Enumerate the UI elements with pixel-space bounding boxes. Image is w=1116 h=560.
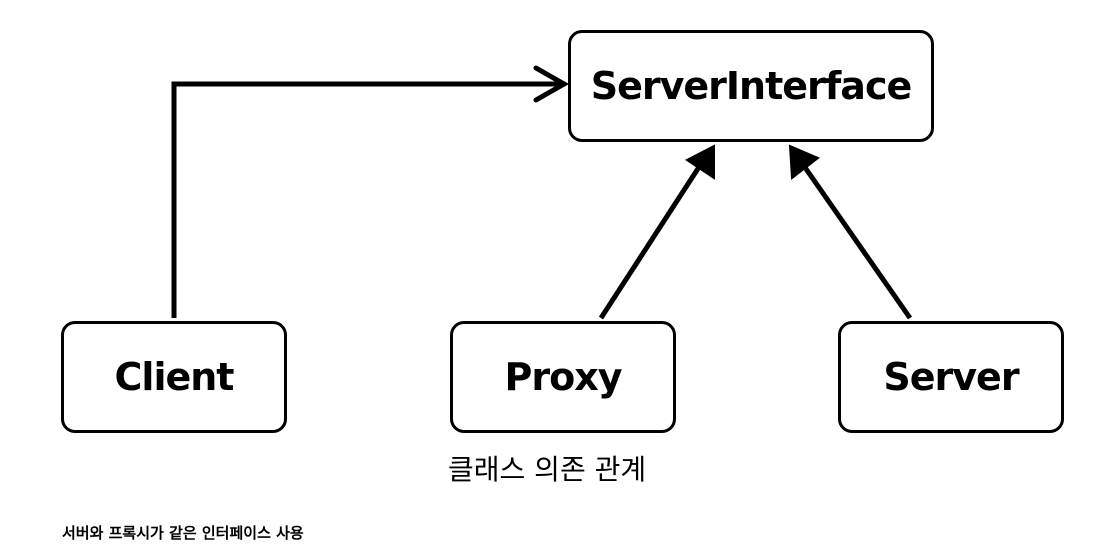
client-label: Client [114,355,235,399]
client-node: Client [61,321,287,433]
server-interface-label: ServerInterface [590,64,913,108]
figure-caption: 서버와 프록시가 같은 인터페이스 사용 [62,524,304,542]
proxy-label: Proxy [504,355,623,399]
server-label: Server [883,355,1019,399]
edge-proxy-to-interface [598,144,715,320]
diagram-subtitle: 클래스 의존 관계 [448,453,647,486]
edge-client-to-interface [171,65,570,318]
open-arrowhead-icon [533,65,570,103]
filled-arrowhead-icon [788,144,820,180]
filled-arrowhead-icon [685,144,715,180]
proxy-node: Proxy [450,321,676,433]
server-interface-node: ServerInterface [568,30,934,142]
server-node: Server [838,321,1064,433]
edge-server-to-interface [788,144,913,320]
